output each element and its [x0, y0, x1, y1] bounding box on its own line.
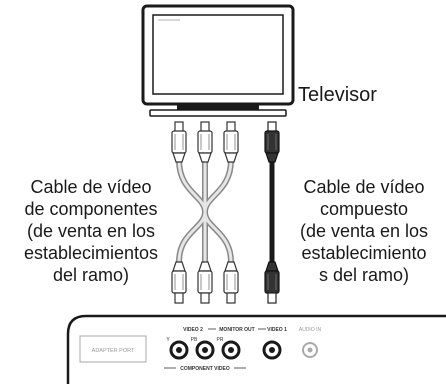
component-plug-bottom-y	[171, 261, 187, 304]
composite-cable	[264, 121, 280, 304]
video2-label: VIDEO 2	[183, 327, 203, 333]
component-cable-line: de componentes	[24, 199, 158, 219]
jack-pr	[221, 340, 241, 360]
audio-in-label: AUDIO IN	[299, 327, 322, 333]
component-plug-bottom-pr	[223, 261, 239, 304]
component-cable	[171, 121, 239, 304]
component-plug-bottom-pb	[197, 261, 213, 304]
composite-cable-line: compuesto	[319, 199, 409, 219]
composite-plug-bottom	[264, 261, 280, 304]
composite-cable-label: Cable de vídeo compuesto (de venta en lo…	[289, 176, 439, 286]
jack-audio-in	[302, 342, 318, 358]
tv-label: Televisor	[298, 84, 377, 106]
composite-cable-line: Cable de vídeo	[303, 177, 425, 197]
jack-pb	[195, 340, 215, 360]
component-cable-label: Cable de vídeo de componentes (de venta …	[0, 176, 182, 286]
component-cable-line: (de venta en los	[26, 221, 156, 241]
composite-cable-line: s del ramo)	[318, 265, 410, 285]
television	[141, 4, 295, 117]
component-video-label: COMPONENT VIDEO	[180, 366, 230, 372]
monitor-out-label: MONITOR OUT	[219, 327, 254, 333]
component-plug-top-pb	[197, 121, 213, 163]
video1-label: VIDEO 1	[267, 327, 287, 333]
jack-pr-label: PR	[217, 337, 224, 343]
component-cable-line: del ramo)	[52, 265, 130, 285]
component-plug-top-pr	[223, 121, 239, 163]
composite-cable-line: establecimiento	[301, 243, 427, 263]
component-cable-line: Cable de vídeo	[30, 177, 152, 197]
composite-cable-line: (de venta en los	[299, 221, 429, 241]
component-cable-line: establecimientos	[23, 243, 159, 263]
jack-y-label: Y	[166, 337, 170, 343]
component-plug-top-y	[171, 121, 187, 163]
adapter-port-label: ADAPTER PORT	[92, 348, 135, 354]
jack-y	[169, 340, 189, 360]
jack-pb-label: PB	[191, 337, 198, 343]
device-rear-panel: ADAPTER PORT VIDEO 2 MONITOR OUT VIDEO 1…	[66, 314, 446, 384]
composite-plug-top	[264, 121, 280, 163]
jack-video1	[262, 340, 282, 360]
